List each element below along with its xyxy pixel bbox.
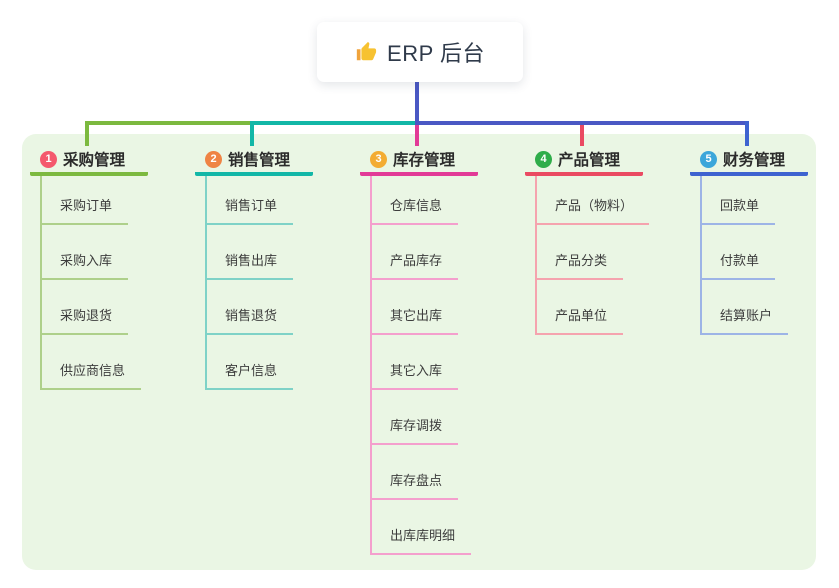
child-row: 产品（物料） xyxy=(537,176,650,225)
branch-children: 销售订单 销售出库 销售退货 客户信息 xyxy=(205,176,313,390)
child-node[interactable]: 销售订单 xyxy=(207,195,294,225)
child-node[interactable]: 仓库信息 xyxy=(372,195,459,225)
child-node[interactable]: 结算账户 xyxy=(702,305,789,335)
child-row: 采购订单 xyxy=(42,176,148,225)
branch-drop-5 xyxy=(745,121,749,146)
child-node[interactable]: 库存调拨 xyxy=(372,415,459,445)
child-row: 回款单 xyxy=(702,176,808,225)
child-node[interactable]: 销售出库 xyxy=(207,250,294,280)
branch-node-3: 3 库存管理 仓库信息 产品库存 其它出库 其它入库 库存调拨 库存盘点 出库库… xyxy=(360,146,478,555)
root-label: ERP 后台 xyxy=(387,41,485,66)
child-row: 结算账户 xyxy=(702,280,808,335)
child-row: 库存调拨 xyxy=(372,390,478,445)
child-row: 其它出库 xyxy=(372,280,478,335)
child-row: 销售退货 xyxy=(207,280,313,335)
child-row: 其它入库 xyxy=(372,335,478,390)
child-row: 产品库存 xyxy=(372,225,478,280)
thumbs-up-icon xyxy=(356,41,377,61)
branch-label: 销售管理 xyxy=(228,152,291,169)
branch-children: 仓库信息 产品库存 其它出库 其它入库 库存调拨 库存盘点 出库库明细 xyxy=(370,176,478,555)
child-node[interactable]: 供应商信息 xyxy=(42,360,142,390)
branch-number-badge: 3 xyxy=(370,150,387,168)
horizontal-line-blue xyxy=(419,121,745,125)
child-row: 供应商信息 xyxy=(42,335,148,390)
branch-header[interactable]: 1 采购管理 xyxy=(30,146,148,176)
branch-number-badge: 4 xyxy=(535,150,552,168)
child-row: 销售出库 xyxy=(207,225,313,280)
child-node[interactable]: 其它入库 xyxy=(372,360,459,390)
branch-header[interactable]: 4 产品管理 xyxy=(525,146,643,176)
branch-label: 产品管理 xyxy=(558,152,621,169)
child-row: 产品单位 xyxy=(537,280,643,335)
branch-label: 采购管理 xyxy=(63,152,126,169)
child-row: 客户信息 xyxy=(207,335,313,390)
branch-node-5: 5 财务管理 回款单 付款单 结算账户 xyxy=(690,146,808,335)
child-row: 采购退货 xyxy=(42,280,148,335)
background-panel xyxy=(22,134,816,570)
child-node[interactable]: 销售退货 xyxy=(207,305,294,335)
child-node[interactable]: 其它出库 xyxy=(372,305,459,335)
branch-label: 财务管理 xyxy=(723,152,786,169)
branch-children: 回款单 付款单 结算账户 xyxy=(700,176,808,335)
child-node[interactable]: 采购退货 xyxy=(42,305,129,335)
child-node[interactable]: 库存盘点 xyxy=(372,470,459,500)
branch-number-badge: 5 xyxy=(700,150,717,168)
child-row: 出库库明细 xyxy=(372,500,478,555)
branch-drop-1 xyxy=(85,121,89,146)
child-node[interactable]: 产品分类 xyxy=(537,250,624,280)
child-node[interactable]: 产品（物料） xyxy=(537,195,650,225)
child-node[interactable]: 采购入库 xyxy=(42,250,129,280)
branch-drop-3 xyxy=(415,125,419,146)
branch-label: 库存管理 xyxy=(393,152,456,169)
child-node[interactable]: 出库库明细 xyxy=(372,525,472,555)
branch-header[interactable]: 5 财务管理 xyxy=(690,146,808,176)
branch-drop-2 xyxy=(250,121,254,146)
branch-header[interactable]: 2 销售管理 xyxy=(195,146,313,176)
child-node[interactable]: 回款单 xyxy=(702,195,776,225)
child-row: 库存盘点 xyxy=(372,445,478,500)
branch-drop-4 xyxy=(580,125,584,146)
branch-header[interactable]: 3 库存管理 xyxy=(360,146,478,176)
branch-node-4: 4 产品管理 产品（物料） 产品分类 产品单位 xyxy=(525,146,650,335)
child-row: 产品分类 xyxy=(537,225,643,280)
child-row: 采购入库 xyxy=(42,225,148,280)
horizontal-line-teal xyxy=(250,121,415,125)
child-node[interactable]: 采购订单 xyxy=(42,195,129,225)
branch-children: 产品（物料） 产品分类 产品单位 xyxy=(535,176,650,335)
branch-node-1: 1 采购管理 采购订单 采购入库 采购退货 供应商信息 xyxy=(30,146,148,390)
root-connector-line xyxy=(415,82,419,125)
branch-children: 采购订单 采购入库 采购退货 供应商信息 xyxy=(40,176,148,390)
child-node[interactable]: 付款单 xyxy=(702,250,776,280)
child-row: 仓库信息 xyxy=(372,176,478,225)
branch-number-badge: 2 xyxy=(205,150,222,168)
child-row: 销售订单 xyxy=(207,176,313,225)
child-node[interactable]: 产品库存 xyxy=(372,250,459,280)
horizontal-line-green xyxy=(85,121,250,125)
branch-number-badge: 1 xyxy=(40,150,57,168)
child-node[interactable]: 客户信息 xyxy=(207,360,294,390)
root-node[interactable]: ERP 后台 xyxy=(317,22,523,82)
child-row: 付款单 xyxy=(702,225,808,280)
branch-node-2: 2 销售管理 销售订单 销售出库 销售退货 客户信息 xyxy=(195,146,313,390)
child-node[interactable]: 产品单位 xyxy=(537,305,624,335)
